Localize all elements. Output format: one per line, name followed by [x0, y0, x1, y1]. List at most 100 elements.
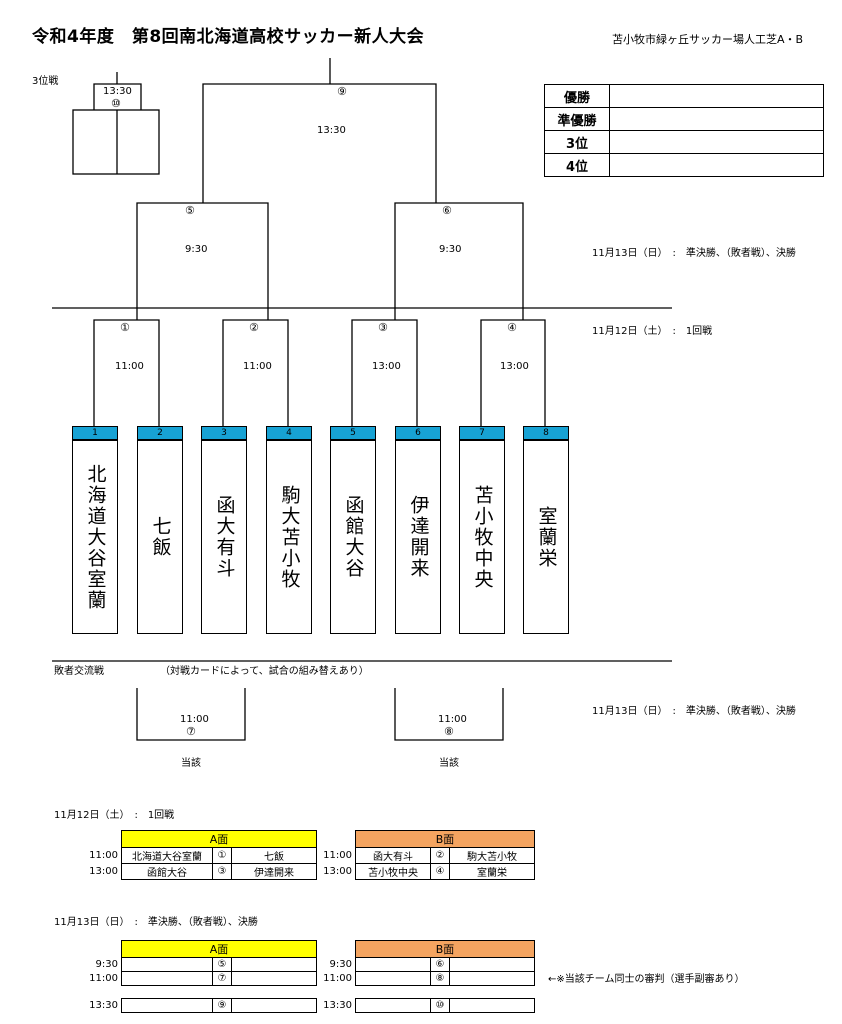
result-value — [609, 107, 824, 131]
loser-note: （対戦カードによって、試合の組み替えあり） — [160, 666, 369, 677]
match-no: ① — [212, 847, 232, 864]
team-box: 室蘭栄 — [523, 440, 569, 634]
match-time: 9:30 — [95, 959, 118, 970]
away-team: 伊達開来 — [231, 863, 317, 880]
seed-number: 3 — [201, 426, 247, 440]
away-team: 駒大苫小牧 — [449, 847, 535, 864]
team-name: 北海道大谷室蘭 — [84, 463, 107, 611]
match-no: ④ — [430, 863, 450, 880]
match-no: ⑥ — [430, 957, 450, 972]
team-box: 伊達開来 — [395, 440, 441, 634]
result-label: 4位 — [544, 153, 610, 177]
match-no: ⑩ — [430, 998, 450, 1013]
match-time: 13:30 — [323, 1000, 352, 1011]
match-no: ⑨ — [212, 998, 232, 1013]
match-time: 11:00 — [89, 973, 118, 984]
court-a-header: A面 — [121, 940, 317, 958]
r1-match-no: ① — [120, 321, 130, 334]
result-label: 3位 — [544, 130, 610, 154]
court-b-header: B面 — [355, 940, 535, 958]
seed-number: 2 — [137, 426, 183, 440]
team-name: 室蘭栄 — [535, 505, 558, 569]
results-table: 優勝 準優勝 3位 4位 — [544, 84, 824, 177]
third-place-time: 13:30 — [103, 86, 132, 97]
loser-time: 11:00 — [438, 714, 467, 725]
match-time: 11:00 — [89, 850, 118, 861]
day2-note: 11月13日（日） : 準決勝、（敗者戦）、決勝 — [592, 248, 796, 259]
loser-match-no: ⑧ — [444, 725, 454, 738]
team-box: 七飯 — [137, 440, 183, 634]
away-team: 七飯 — [231, 847, 317, 864]
day1-note: 11月12日（土） : 1回戦 — [592, 326, 713, 337]
loser-label: 敗者交流戦 — [54, 666, 104, 677]
team-name: 伊達開来 — [407, 495, 430, 579]
team-box: 駒大苫小牧 — [266, 440, 312, 634]
team-box: 苫小牧中央 — [459, 440, 505, 634]
loser-target: 当該 — [439, 758, 459, 769]
loser-match-no: ⑦ — [186, 725, 196, 738]
result-label: 準優勝 — [544, 107, 610, 131]
match-time: 13:00 — [323, 866, 352, 877]
r1-match-no: ② — [249, 321, 259, 334]
result-value — [609, 130, 824, 154]
r1-match-no: ③ — [378, 321, 388, 334]
loser-target: 当該 — [181, 758, 201, 769]
team-name: 苫小牧中央 — [471, 484, 494, 590]
loser-time: 11:00 — [180, 714, 209, 725]
result-value — [609, 84, 824, 108]
away-team: 室蘭栄 — [449, 863, 535, 880]
team-name: 函館大谷 — [342, 495, 365, 579]
seed-number: 6 — [395, 426, 441, 440]
schedule2-date: 11月13日（日） : 準決勝、（敗者戦）、決勝 — [54, 917, 258, 928]
match-no: ⑤ — [212, 957, 232, 972]
match-no: ② — [430, 847, 450, 864]
referee-note: ←※当該チーム同士の審判（選手副審あり） — [548, 974, 745, 985]
final-match-no: ⑨ — [337, 85, 347, 98]
semi-match-no: ⑥ — [442, 204, 452, 217]
venue-label: 苫小牧市緑ヶ丘サッカー場人工芝A・B — [612, 33, 804, 46]
seed-number: 1 — [72, 426, 118, 440]
match-time: 11:00 — [323, 973, 352, 984]
loser-day-note: 11月13日（日） : 準決勝、（敗者戦）、決勝 — [592, 706, 796, 717]
team-name: 七飯 — [149, 516, 172, 558]
match-time: 11:00 — [323, 850, 352, 861]
r1-time: 11:00 — [115, 361, 144, 372]
home-team: 北海道大谷室蘭 — [121, 847, 213, 864]
home-team: 函大有斗 — [355, 847, 431, 864]
match-no: ⑦ — [212, 971, 232, 986]
result-value — [609, 153, 824, 177]
team-box: 函館大谷 — [330, 440, 376, 634]
court-a-header: A面 — [121, 830, 317, 848]
team-box: 函大有斗 — [201, 440, 247, 634]
match-no: ③ — [212, 863, 232, 880]
match-time: 13:30 — [89, 1000, 118, 1011]
team-name: 駒大苫小牧 — [278, 484, 301, 590]
third-place-match-no: ⑩ — [111, 97, 121, 110]
team-box: 北海道大谷室蘭 — [72, 440, 118, 634]
r1-match-no: ④ — [507, 321, 517, 334]
semi-time: 9:30 — [439, 244, 462, 255]
result-label: 優勝 — [544, 84, 610, 108]
home-team: 函館大谷 — [121, 863, 213, 880]
semi-time: 9:30 — [185, 244, 208, 255]
seed-number: 5 — [330, 426, 376, 440]
home-team: 苫小牧中央 — [355, 863, 431, 880]
semi-match-no: ⑤ — [185, 204, 195, 217]
team-name: 函大有斗 — [213, 495, 236, 579]
page-title: 令和4年度 第8回南北海道高校サッカー新人大会 — [32, 27, 425, 47]
schedule1-date: 11月12日（土） : 1回戦 — [54, 810, 175, 821]
third-place-label: 3位戦 — [32, 76, 59, 87]
r1-time: 11:00 — [243, 361, 272, 372]
r1-time: 13:00 — [500, 361, 529, 372]
r1-time: 13:00 — [372, 361, 401, 372]
seed-number: 8 — [523, 426, 569, 440]
schedule2-a-table: A面 9:30 ⑤ 11:00 ⑦ 13:30 ⑨ — [76, 940, 317, 1013]
match-time: 13:00 — [89, 866, 118, 877]
seed-number: 7 — [459, 426, 505, 440]
seed-number: 4 — [266, 426, 312, 440]
court-b-header: B面 — [355, 830, 535, 848]
